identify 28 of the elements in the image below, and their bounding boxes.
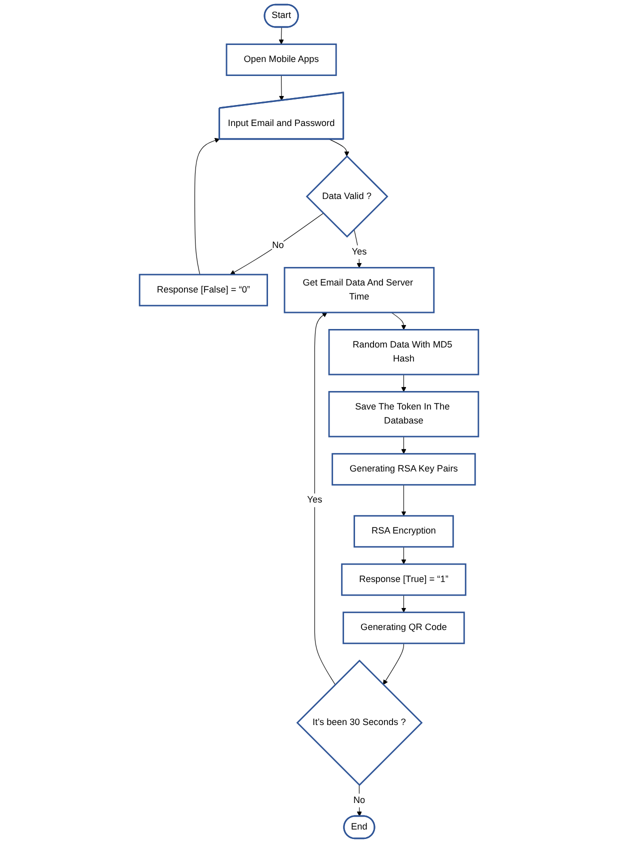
node-box: Get Email Data And Server Time bbox=[284, 266, 435, 314]
node-box: Generating RSA Key Pairs bbox=[332, 453, 476, 486]
arrow bbox=[401, 594, 406, 613]
arrow bbox=[230, 212, 324, 275]
arrow bbox=[279, 74, 284, 101]
arrow bbox=[329, 139, 350, 156]
arrow bbox=[401, 436, 406, 454]
edge-label: Yes bbox=[307, 495, 322, 505]
arrow bbox=[401, 484, 406, 516]
arrow bbox=[314, 312, 336, 685]
node-diamond: It’s been 30 Seconds ? bbox=[296, 660, 423, 786]
node-box: Response [False] = “0” bbox=[138, 274, 268, 306]
edge-label: No bbox=[353, 795, 366, 806]
node-box: RSA Encryption bbox=[354, 515, 454, 548]
arrow bbox=[382, 643, 404, 685]
node-box: Generating QR Code bbox=[342, 612, 465, 644]
edge-label: No bbox=[272, 240, 284, 250]
arrow bbox=[391, 312, 406, 330]
edge-label: Yes bbox=[352, 247, 367, 257]
node-diamond: Data Valid ? bbox=[306, 155, 388, 238]
node-box: Response [True] = “1” bbox=[341, 563, 466, 596]
node-box: Save The Token In The Database bbox=[328, 391, 480, 438]
arrow bbox=[194, 138, 220, 275]
node-box: Open Mobile Apps bbox=[226, 44, 337, 76]
arrow bbox=[401, 374, 406, 392]
arrow bbox=[401, 546, 406, 564]
node-box: Random Data With MD5 Hash bbox=[328, 329, 480, 376]
arrow bbox=[278, 27, 284, 44]
